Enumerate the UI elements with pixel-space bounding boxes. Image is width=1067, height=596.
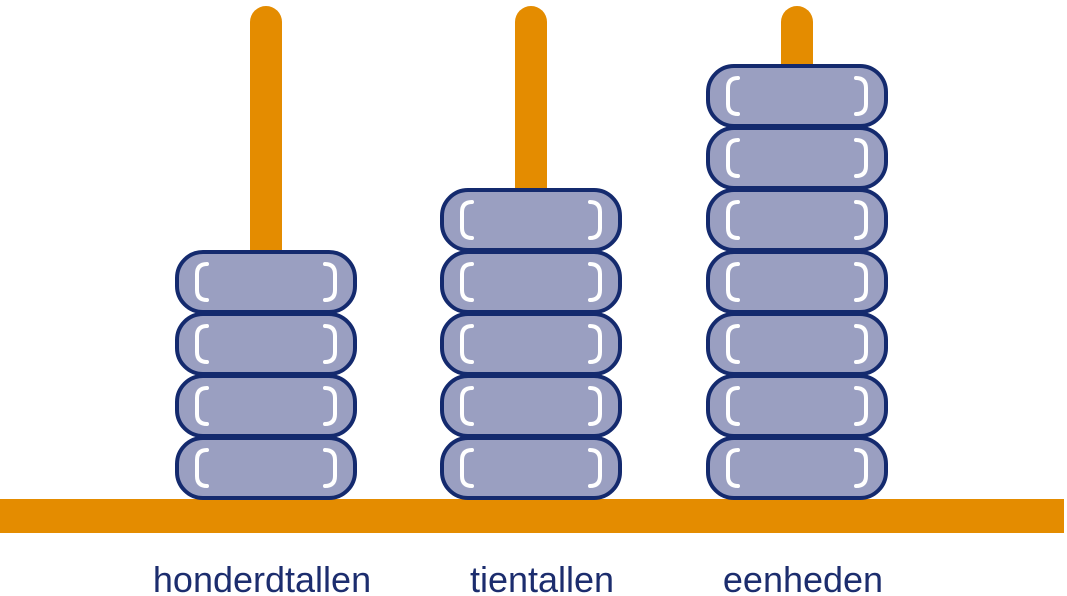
label-eenheden: eenheden <box>723 559 883 596</box>
bead-2-3 <box>706 250 888 314</box>
bead-2-5 <box>706 126 888 190</box>
bead-2-1 <box>706 374 888 438</box>
abacus-base <box>0 499 1064 533</box>
bead-1-1 <box>440 374 622 438</box>
bead-1-2 <box>440 312 622 376</box>
bead-0-0 <box>175 436 357 500</box>
label-tientallen: tientallen <box>470 559 614 596</box>
bead-1-0 <box>440 436 622 500</box>
bead-1-3 <box>440 250 622 314</box>
bead-2-6 <box>706 64 888 128</box>
bead-2-4 <box>706 188 888 252</box>
bead-0-2 <box>175 312 357 376</box>
bead-2-0 <box>706 436 888 500</box>
bead-1-4 <box>440 188 622 252</box>
bead-2-2 <box>706 312 888 376</box>
label-honderdtallen: honderdtallen <box>153 559 371 596</box>
bead-0-3 <box>175 250 357 314</box>
bead-0-1 <box>175 374 357 438</box>
beads-layer <box>175 64 888 500</box>
